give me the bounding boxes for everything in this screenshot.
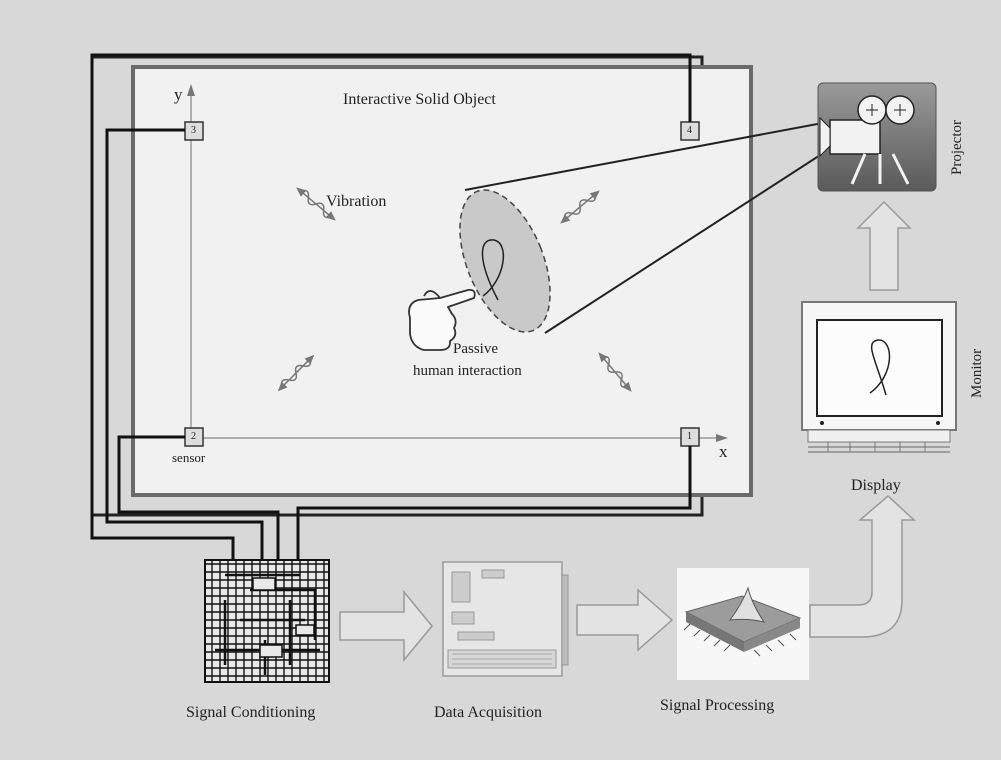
projector-label: Projector — [949, 120, 965, 175]
object-title: Interactive Solid Object — [343, 91, 496, 108]
passive-label-line2: human interaction — [413, 363, 522, 379]
vibration-symbols — [277, 187, 632, 392]
y-axis-label: y — [174, 85, 183, 104]
sensor-2-number: 2 — [191, 431, 196, 442]
sensor-4-number: 4 — [687, 125, 692, 136]
data-acquisition-label: Data Acquisition — [434, 704, 542, 721]
passive-label-line1: Passive — [453, 341, 498, 357]
sensor-3-number: 3 — [191, 125, 196, 136]
solid-object-plate — [131, 65, 753, 497]
x-axis-label: x — [719, 442, 728, 461]
projector-icon — [817, 82, 937, 192]
monitor-icon — [801, 301, 957, 453]
acquisition-to-processing-arrow — [576, 588, 674, 652]
signal-conditioning-board — [204, 559, 330, 683]
sensor-1-number: 1 — [687, 431, 692, 442]
signal-processing-label: Signal Processing — [660, 697, 775, 714]
display-label: Display — [851, 477, 901, 494]
pointing-hand-icon — [408, 289, 476, 351]
data-acquisition-card — [442, 561, 569, 677]
projection-cone — [459, 121, 829, 334]
sensor-label: sensor — [172, 450, 206, 465]
vibration-label: Vibration — [326, 193, 387, 210]
conditioning-to-acquisition-arrow — [339, 589, 433, 663]
sensor-wires — [90, 53, 692, 560]
processing-to-display-arrow — [809, 494, 916, 638]
signal-processing-chip — [677, 568, 809, 680]
monitor-label: Monitor — [969, 348, 985, 398]
signal-conditioning-label: Signal Conditioning — [186, 704, 316, 721]
monitor-to-projector-arrow — [856, 200, 912, 291]
